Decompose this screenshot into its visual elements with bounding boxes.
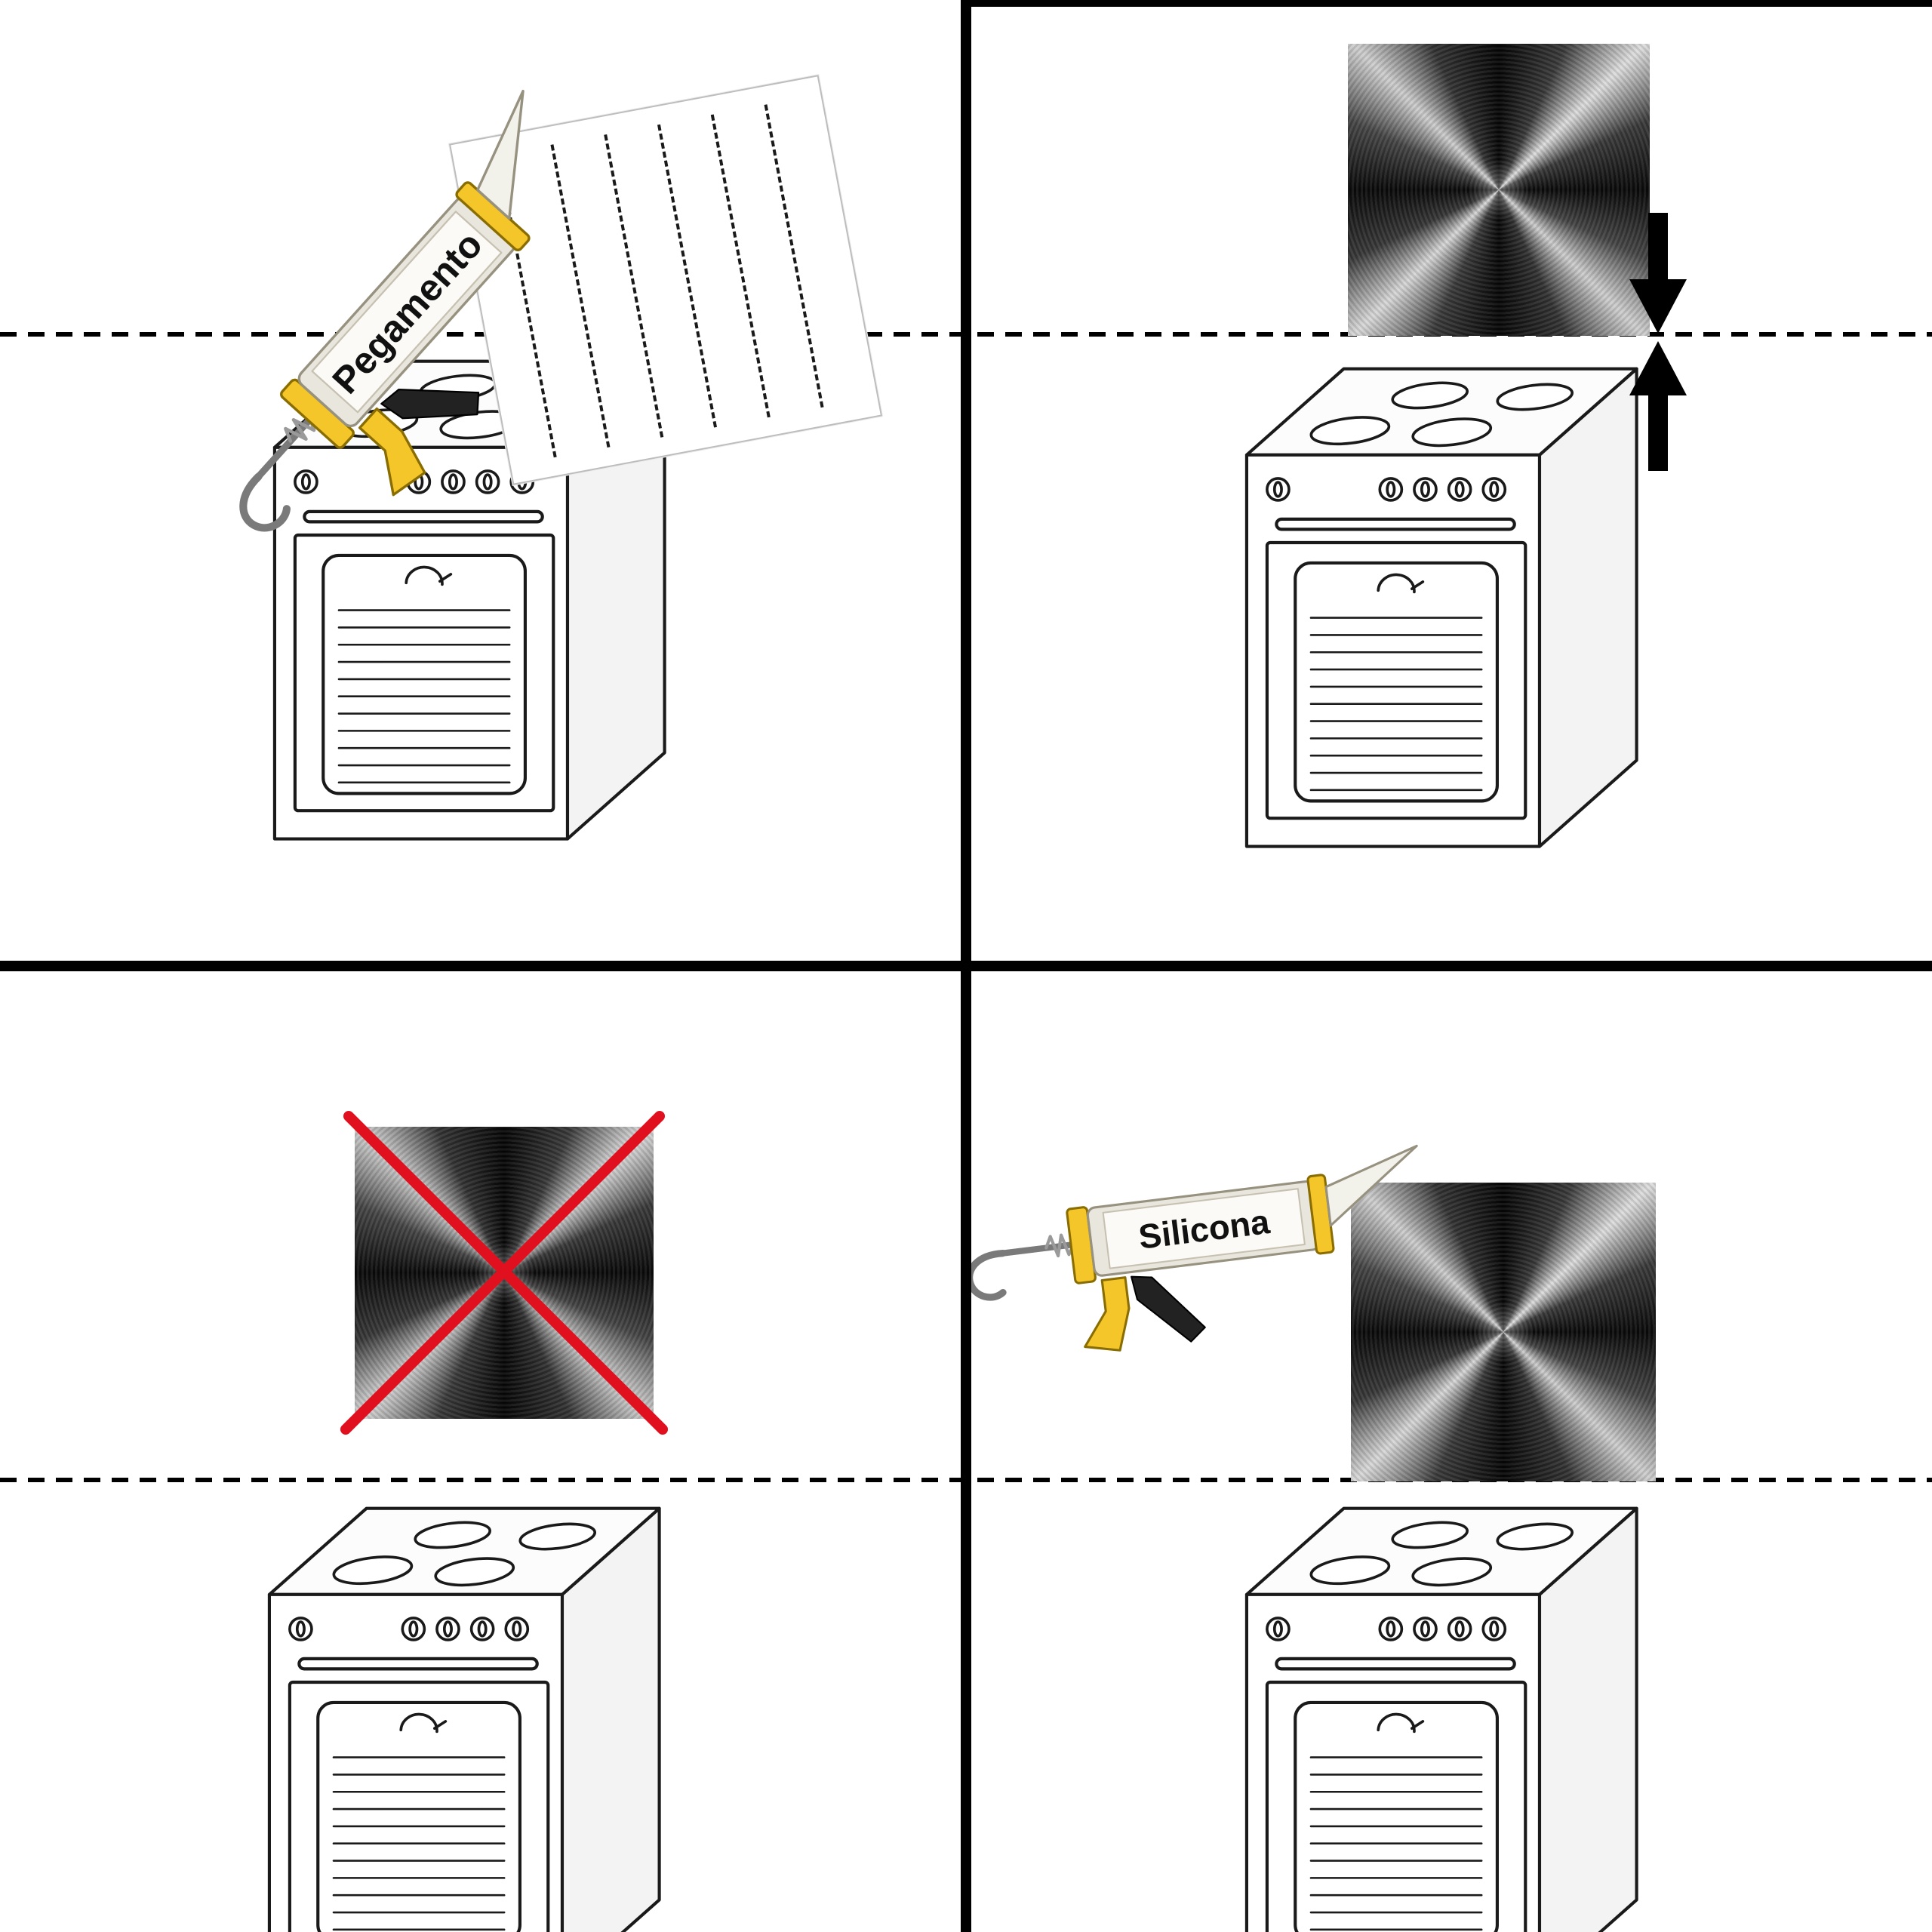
press-down-arrow-icon xyxy=(1629,213,1687,334)
glue-bead-line xyxy=(657,124,717,428)
metal-backsplash-panel xyxy=(1351,1183,1656,1481)
prohibition-cross-icon xyxy=(340,1111,668,1435)
metal-backsplash-panel xyxy=(1348,44,1650,336)
panel-step-apply-silicone: Silicona xyxy=(966,966,1932,1932)
panel-step-press-panel xyxy=(966,0,1932,966)
caulk-gun-silicone: Silicona xyxy=(946,1126,1447,1371)
glue-bead-line xyxy=(764,104,824,408)
panel-step-apply-adhesive: Pegamento xyxy=(0,0,966,966)
glue-bead-line xyxy=(710,114,771,418)
press-up-arrow-icon xyxy=(1629,341,1687,471)
stove-illustration xyxy=(1232,355,1640,856)
panel-step-prohibited xyxy=(0,966,966,1932)
grid-divider-horizontal xyxy=(0,961,1932,971)
caulk-gun-adhesive: Pegamento xyxy=(162,69,668,598)
stove-illustration xyxy=(1232,1494,1640,1932)
stove-illustration xyxy=(255,1494,663,1932)
top-edge-line xyxy=(966,0,1932,7)
adhesive-label: Pegamento xyxy=(324,223,491,401)
